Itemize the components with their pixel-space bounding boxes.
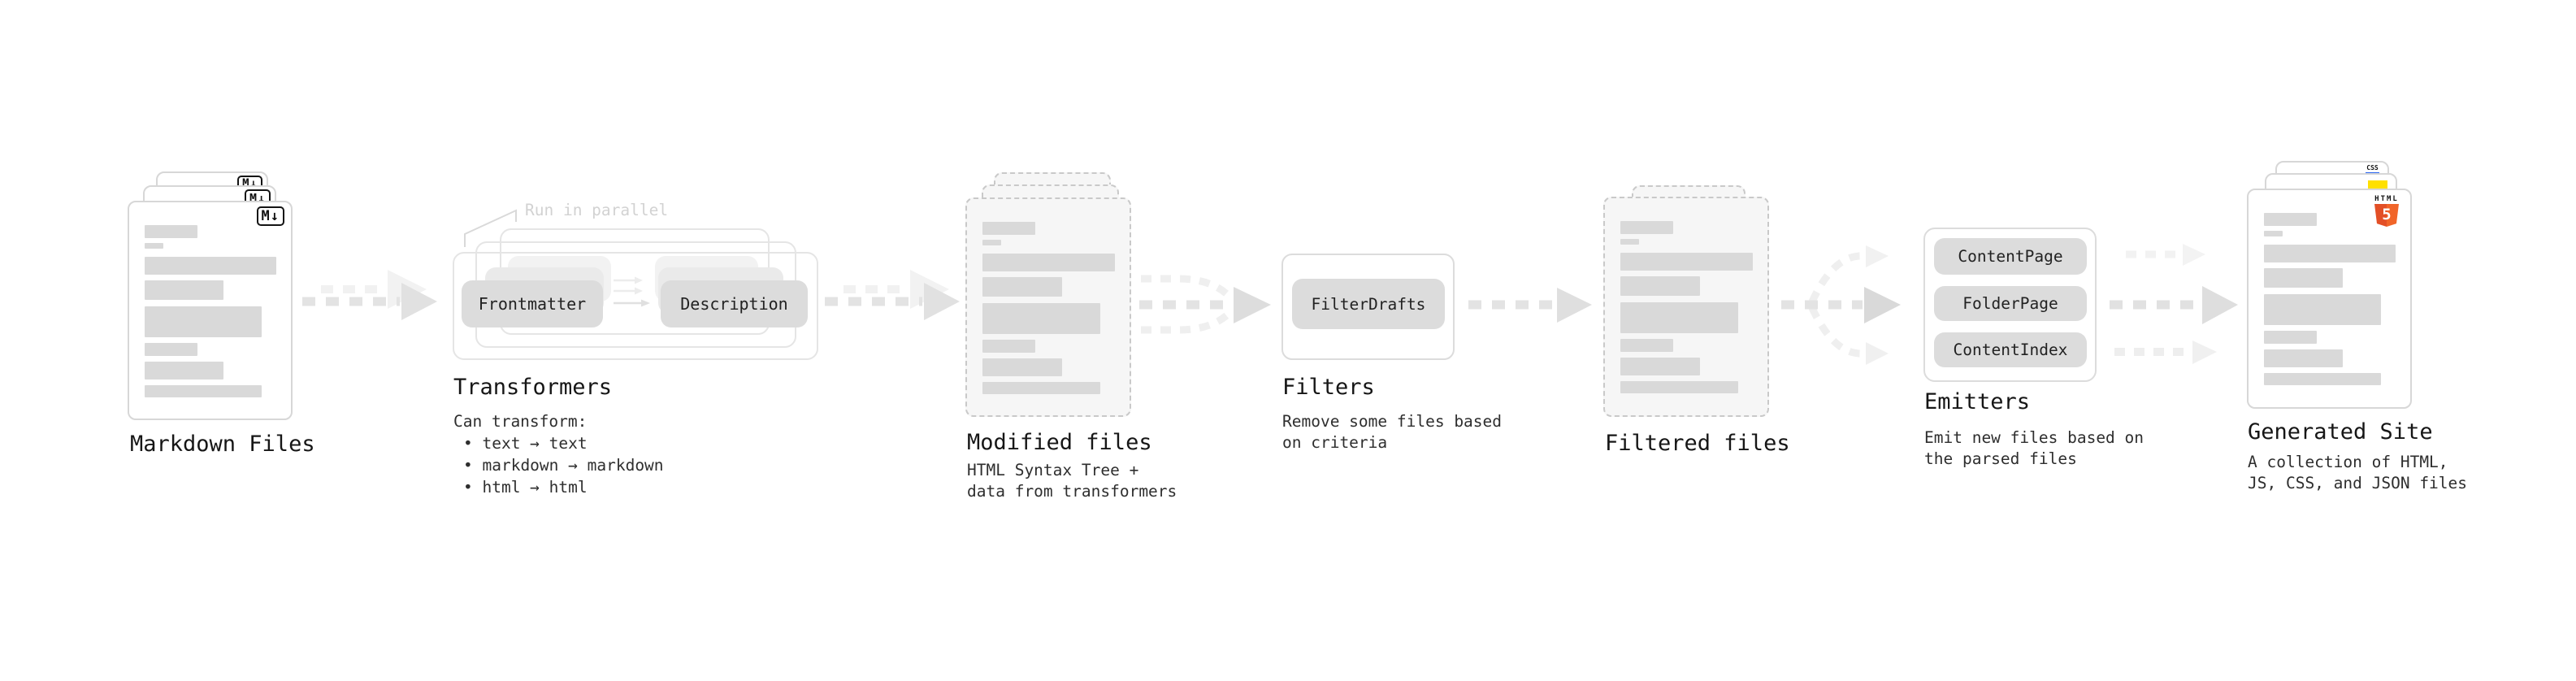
transformers-bullet: • text → text — [463, 434, 588, 453]
emitters-label: Emitters — [1924, 389, 2031, 414]
html5-icon: HTML 5 — [2371, 195, 2402, 227]
emitter-pill-folderpage: FolderPage — [1934, 286, 2087, 321]
document-placeholder-lines — [982, 222, 1115, 394]
generated-desc-line: A collection of HTML, — [2248, 453, 2448, 471]
parallel-arrows-icon — [614, 276, 650, 307]
js-icon — [2368, 180, 2387, 189]
markdown-files-label: Markdown Files — [130, 432, 315, 457]
modified-files-description: HTML Syntax Tree + data from transformer… — [967, 460, 1177, 502]
emitters-desc-line: the parsed files — [1924, 449, 2077, 468]
modified-file-card — [965, 197, 1131, 417]
transformers-bullet: • markdown → markdown — [463, 456, 664, 475]
markdown-file-card: M↓ — [128, 201, 293, 420]
markdown-icon: M↓ — [256, 206, 284, 227]
emitters-description: Emit new files based on the parsed files — [1924, 427, 2144, 470]
filters-desc-line: Remove some files based — [1282, 412, 1503, 431]
filtered-files-label: Filtered files — [1605, 431, 1790, 456]
generated-site-label: Generated Site — [2248, 419, 2433, 445]
transformer-pill-description: Description — [661, 280, 808, 327]
document-placeholder-lines — [145, 225, 276, 397]
arrow-markdown-to-transformers — [302, 270, 437, 320]
html5-badge-shield: 5 — [2374, 204, 2399, 227]
arrow-filters-to-filtered — [1468, 288, 1592, 323]
generated-desc-line: JS, CSS, and JSON files — [2248, 474, 2468, 492]
transformer-box-front — [453, 252, 818, 360]
generated-site-description: A collection of HTML, JS, CSS, and JSON … — [2248, 452, 2467, 494]
transformers-bullet: • html → html — [463, 478, 588, 497]
modified-desc-line: data from transformers — [967, 482, 1177, 501]
css-badge-text: CSS — [2366, 164, 2379, 171]
filter-pill-filterdrafts: FilterDrafts — [1292, 279, 1445, 329]
document-placeholder-lines — [2264, 213, 2396, 385]
filters-desc-line: on criteria — [1282, 433, 1388, 452]
transformer-pill-frontmatter: Frontmatter — [462, 280, 603, 327]
filtered-file-card — [1603, 197, 1769, 417]
filters-label: Filters — [1282, 375, 1375, 400]
arrow-transformers-to-modified — [825, 270, 960, 320]
emitter-pill-contentindex: ContentIndex — [1934, 332, 2087, 367]
arrows-emitters-to-generated — [2110, 244, 2238, 364]
transformers-label: Transformers — [453, 375, 613, 400]
run-in-parallel-note: Run in parallel — [525, 201, 669, 219]
arrow-filtered-to-emitters-split — [1781, 245, 1901, 365]
filters-description: Remove some files based on criteria — [1282, 411, 1502, 453]
emitters-desc-line: Emit new files based on — [1924, 428, 2144, 447]
arrow-modified-to-filters-merge — [1139, 275, 1271, 334]
emitter-pill-contentpage: ContentPage — [1934, 238, 2087, 275]
generated-file-card-html: HTML 5 — [2247, 189, 2412, 409]
modified-desc-line: HTML Syntax Tree + — [967, 461, 1139, 479]
modified-files-label: Modified files — [967, 430, 1152, 455]
html5-badge-word: HTML — [2374, 195, 2399, 203]
transformers-description: Can transform: • text → text • markdown … — [453, 410, 664, 498]
document-placeholder-lines — [1620, 221, 1753, 393]
transformers-desc-heading: Can transform: — [453, 412, 588, 431]
run-in-parallel-leader-line — [464, 209, 517, 247]
